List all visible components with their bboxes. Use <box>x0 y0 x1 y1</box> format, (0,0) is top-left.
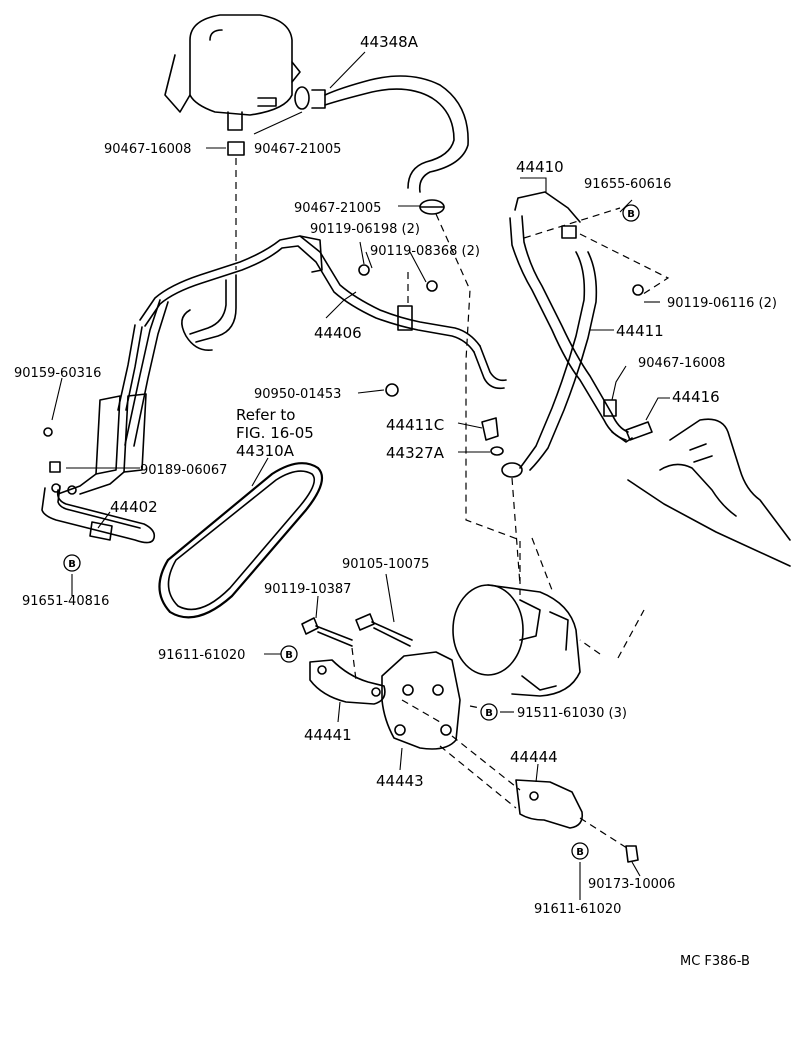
callout-90467-21005-top: 90467-21005 <box>254 142 341 157</box>
callout-90467-16008-top: 90467-16008 <box>104 142 191 157</box>
leader-lines <box>51 51 670 900</box>
badge-b-91655: B <box>622 204 640 222</box>
badge-b-91651: B <box>63 554 81 572</box>
callout-44416: 44416 <box>672 388 720 406</box>
svg-text:B: B <box>576 847 584 858</box>
union-bolt-44411C <box>481 417 504 456</box>
callout-90119-06198: 90119-06198 (2) <box>310 222 420 237</box>
reservoir-tank <box>164 14 301 131</box>
callout-91651-40816: 91651-40816 <box>22 594 109 609</box>
power-steering-pump <box>452 584 581 697</box>
union-44416 <box>603 399 653 441</box>
reference-line-1: Refer to <box>236 406 295 424</box>
callout-90119-10387: 90119-10387 <box>264 582 351 597</box>
callout-90173-10006: 90173-10006 <box>588 877 675 892</box>
callout-44402: 44402 <box>110 498 158 516</box>
callout-44441: 44441 <box>304 726 352 744</box>
svg-text:B: B <box>627 209 635 220</box>
callout-44410: 44410 <box>516 158 564 176</box>
bracket-44443 <box>381 651 461 750</box>
callout-44327A: 44327A <box>386 444 445 462</box>
callout-44348A: 44348A <box>360 33 419 51</box>
callout-90467-16008-right: 90467-16008 <box>638 356 725 371</box>
svg-text:B: B <box>285 650 293 661</box>
callout-44411C: 44411C <box>386 416 444 434</box>
pressure-hose-44411 <box>501 225 598 478</box>
badge-b-91511: B <box>480 703 498 721</box>
callout-90159-60316: 90159-60316 <box>14 366 101 381</box>
callout-90119-08368: 90119-08368 (2) <box>370 244 480 259</box>
callout-91611-61020-bottom: 91611-61020 <box>534 902 621 917</box>
suction-tubes-left <box>117 274 237 447</box>
callout-91611-61020-left: 91611-61020 <box>158 648 245 663</box>
diagram-code: MC F386-B <box>680 954 750 969</box>
v-belt-44310A <box>158 462 324 619</box>
pressure-hose-44410 <box>509 191 633 443</box>
cooler-pipe-44402 <box>41 483 156 544</box>
callout-44443: 44443 <box>376 772 424 790</box>
assembly-dash-lines <box>235 158 670 851</box>
return-hose-44348A <box>294 75 469 193</box>
badge-b-91611-left: B <box>280 645 298 663</box>
callout-44411: 44411 <box>616 322 664 340</box>
pressure-tube-44406 <box>139 235 507 390</box>
callout-91655-60616: 91655-60616 <box>584 177 671 192</box>
callout-90950-01453: 90950-01453 <box>254 387 341 402</box>
callout-44406: 44406 <box>314 324 362 342</box>
hose-clamp-mid <box>419 199 445 215</box>
bracket-44444 <box>515 779 584 829</box>
badge-b-91611-bottom: B <box>571 842 589 860</box>
rubber-hoses-left <box>57 393 147 495</box>
callout-91511-61030: 91511-61030 (3) <box>517 706 627 721</box>
callout-44310A: 44310A <box>236 442 295 460</box>
svg-text:B: B <box>68 559 76 570</box>
clamp-90467-16008-top <box>227 141 245 156</box>
callout-90189-06067: 90189-06067 <box>140 463 227 478</box>
reference-line-2: FIG. 16-05 <box>236 424 314 442</box>
callout-90105-10075: 90105-10075 <box>342 557 429 572</box>
bolts-bracket <box>301 613 639 863</box>
steering-gear-housing <box>627 418 791 567</box>
svg-text:B: B <box>485 708 493 719</box>
small-clips-left <box>43 427 61 473</box>
callout-90119-06116: 90119-06116 (2) <box>667 296 777 311</box>
callout-90467-21005-mid: 90467-21005 <box>294 201 381 216</box>
callout-44444: 44444 <box>510 748 558 766</box>
bolts-small <box>358 264 644 397</box>
bracket-44441 <box>309 659 386 705</box>
